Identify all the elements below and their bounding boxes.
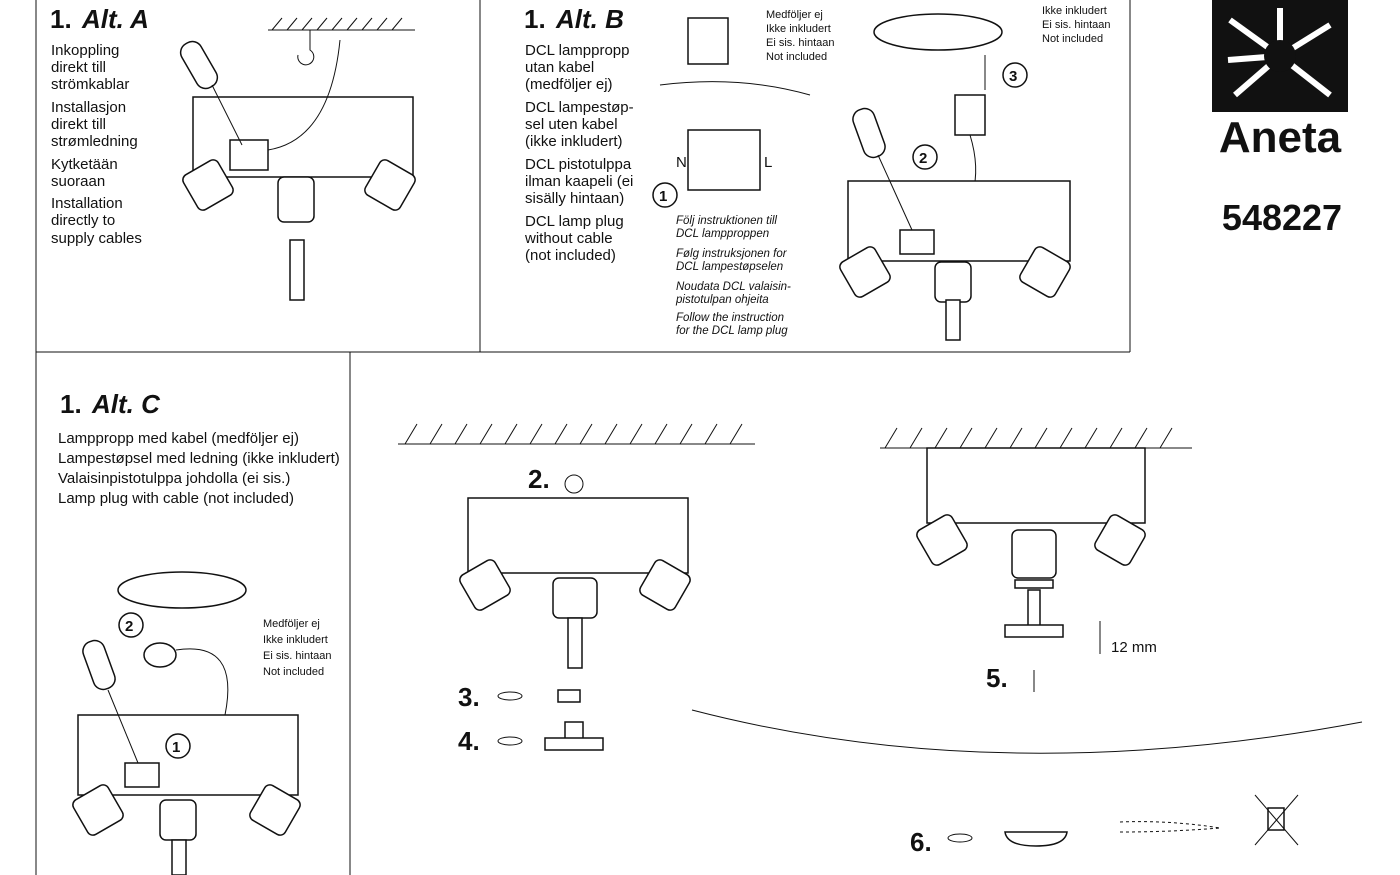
alt-a-title: Alt. A (81, 4, 149, 34)
svg-text:Följ instruktionen till: Följ instruktionen till (676, 215, 777, 227)
alt-a-lamp-drawing (179, 17, 416, 301)
alt-b-title: Alt. B (555, 4, 624, 34)
dcl-plug-drawing: N L 1 3 2 (652, 13, 1071, 341)
svg-text:L: L (764, 154, 772, 171)
svg-text:DCL lampestøp-: DCL lampestøp- (525, 99, 634, 116)
step-5: 12 mm 5. (880, 427, 1192, 693)
svg-text:DCL lamppropp: DCL lamppropp (525, 42, 630, 59)
alt-b-not-included: Medföljer ej Ikke inkludert Ei sis. hinta… (766, 9, 834, 63)
svg-text:DCL lampproppen: DCL lampproppen (676, 228, 769, 240)
svg-text:(medföljer ej): (medföljer ej) (525, 76, 613, 93)
alt-b-text-line: without cable (524, 230, 613, 247)
alt-b-number: 1. (524, 4, 546, 34)
terminal-block-icon (229, 139, 269, 171)
alt-c-not-included: Medföljer ej Ikke inkludert Ei sis. hinta… (263, 618, 331, 678)
svg-text:1.: 1. (60, 389, 82, 419)
svg-text:Medföljer ej: Medföljer ej (263, 618, 320, 630)
panel-borders (35, 0, 1131, 875)
step-6: 6. (691, 709, 1363, 857)
connector-icon (687, 129, 761, 191)
svg-text:1: 1 (659, 188, 667, 205)
svg-text:Ikke inkludert: Ikke inkludert (1042, 5, 1107, 17)
svg-text:Installasjon: Installasjon (51, 99, 126, 116)
brand-logo: Aneta 548227 (1212, 0, 1348, 238)
svg-text:N: N (676, 154, 687, 171)
svg-text:directly to: directly to (51, 212, 115, 229)
step-2-label: 2. (528, 464, 550, 494)
svg-text:1: 1 (172, 739, 180, 756)
svg-text:DCL pistotulppa: DCL pistotulppa (525, 156, 632, 173)
svg-text:for the DCL lamp plug: for the DCL lamp plug (676, 325, 788, 337)
screwdriver-icon (179, 40, 219, 90)
svg-text:Ei sis. hintaan: Ei sis. hintaan (263, 650, 331, 662)
svg-text:Follow the instruction: Follow the instruction (676, 312, 784, 324)
measure-label: 12 mm (1111, 639, 1157, 656)
svg-text:Inkoppling: Inkoppling (51, 42, 119, 59)
svg-text:Ikke inkludert: Ikke inkludert (766, 23, 831, 35)
svg-text:Medföljer ej: Medföljer ej (766, 9, 823, 21)
svg-text:Ei sis. hintaan: Ei sis. hintaan (1042, 19, 1110, 31)
svg-text:utan kabel: utan kabel (525, 59, 594, 76)
steps-2-4: 2. 3. 4. (398, 423, 755, 756)
svg-text:DCL lamp plug: DCL lamp plug (525, 213, 624, 230)
article-number: 548227 (1222, 197, 1342, 238)
step-3-label: 3. (458, 682, 480, 712)
alt-b-text-line: (not included) (525, 247, 616, 264)
svg-text:ilman kaapeli (ei: ilman kaapeli (ei (525, 173, 633, 190)
ceiling-plate-icon (873, 13, 1003, 51)
svg-text:Valaisinpistotulppa johdolla (: Valaisinpistotulppa johdolla (ei sis.) (58, 470, 290, 487)
svg-text:Not included: Not included (1042, 33, 1103, 45)
svg-text:strømledning: strømledning (51, 133, 138, 150)
svg-text:sisälly hintaan): sisälly hintaan) (525, 190, 624, 207)
svg-text:Ei sis. hintaan: Ei sis. hintaan (766, 37, 834, 49)
svg-text:2: 2 (919, 150, 927, 167)
alt-c-title: Alt. C (91, 389, 161, 419)
svg-text:Lamppropp med kabel (medföljer: Lamppropp med kabel (medföljer ej) (58, 430, 299, 447)
svg-text:Kytketään: Kytketään (51, 156, 118, 173)
svg-text:Not included: Not included (263, 666, 324, 678)
svg-text:direkt till: direkt till (51, 59, 106, 76)
step-4-label: 4. (458, 726, 480, 756)
svg-text:suoraan: suoraan (51, 173, 105, 190)
svg-text:Installation: Installation (51, 195, 123, 212)
alt-a-number: 1. (50, 4, 72, 34)
dcl-plug-icon (687, 17, 729, 65)
alt-c-text: Lamppropp med kabel (medföljer ej) Lampes… (58, 430, 340, 507)
svg-text:Lampestøpsel med ledning (ikke: Lampestøpsel med ledning (ikke inkludert… (58, 450, 340, 467)
step-6-label: 6. (910, 827, 932, 857)
svg-text:pistotulpan ohjeita: pistotulpan ohjeita (675, 294, 769, 306)
svg-text:sel uten kabel: sel uten kabel (525, 116, 618, 133)
svg-text:3: 3 (1009, 68, 1017, 85)
svg-text:strömkablar: strömkablar (51, 76, 129, 93)
glass-shade-icon (1004, 831, 1068, 847)
step-5-label: 5. (986, 663, 1008, 693)
svg-text:Not included: Not included (766, 51, 827, 63)
brand-name: Aneta (1219, 113, 1342, 162)
svg-text:Lamp plug with cable (not incl: Lamp plug with cable (not included) (58, 490, 294, 507)
svg-text:Følg instruksjonen for: Følg instruksjonen for (676, 248, 788, 260)
svg-text:direkt till: direkt till (51, 116, 106, 133)
svg-text:(ikke inkludert): (ikke inkludert) (525, 133, 623, 150)
svg-text:supply cables: supply cables (51, 230, 142, 247)
svg-text:2: 2 (125, 618, 133, 635)
svg-text:DCL lampestøpselen: DCL lampestøpselen (676, 261, 783, 273)
svg-text:Noudata DCL valaisin-: Noudata DCL valaisin- (676, 281, 791, 293)
alt-c-section: 1. Alt. C Lamppropp med kabel (medföljer… (58, 389, 340, 875)
svg-text:Ikke inkludert: Ikke inkludert (263, 634, 328, 646)
